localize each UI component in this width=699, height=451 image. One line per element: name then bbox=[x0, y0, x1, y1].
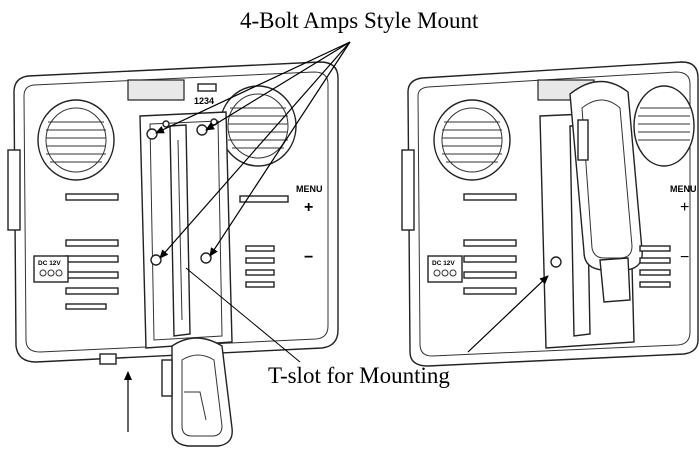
bolt-top-right bbox=[196, 124, 208, 136]
bolt-callout-arrows bbox=[155, 41, 351, 259]
bolt-top-left bbox=[146, 128, 158, 140]
tslot-label: T-slot for Mounting bbox=[268, 363, 450, 388]
mount-title-label: 4-Bolt Amps Style Mount bbox=[240, 8, 479, 33]
plus-label: + bbox=[304, 199, 313, 216]
power-jack: DC 12V bbox=[33, 255, 69, 283]
minus-label-right: − bbox=[680, 249, 689, 266]
bolt-icon bbox=[550, 256, 562, 268]
menu-label-right: MENU bbox=[670, 184, 697, 194]
belt-clip-mounted bbox=[569, 80, 643, 303]
right-speaker-grille bbox=[219, 85, 297, 167]
minus-label: − bbox=[304, 249, 313, 266]
dip-switch-label: 1234 bbox=[194, 96, 214, 106]
right-vent-slits bbox=[239, 195, 289, 288]
power-label: DC 12V bbox=[38, 260, 61, 267]
right-device-left-speaker bbox=[433, 99, 511, 181]
dip-switch-block bbox=[197, 83, 217, 92]
power-label-right: DC 12V bbox=[432, 260, 455, 267]
bolt-bottom-right bbox=[200, 252, 212, 264]
bolt-bottom-left bbox=[150, 254, 162, 266]
left-device-back-view: 1234 bbox=[7, 61, 339, 365]
plus-label-right: + bbox=[680, 199, 689, 216]
menu-label: MENU bbox=[296, 184, 323, 194]
left-speaker-grille bbox=[37, 99, 115, 181]
right-device-back-view-with-clip: DC 12V MENU + − bbox=[401, 61, 699, 367]
right-device-right-speaker bbox=[633, 85, 695, 167]
screw-icon bbox=[162, 120, 170, 128]
tslot-callout-lines bbox=[185, 267, 549, 363]
belt-clip-detached bbox=[161, 337, 233, 447]
mounting-plate bbox=[139, 111, 233, 349]
